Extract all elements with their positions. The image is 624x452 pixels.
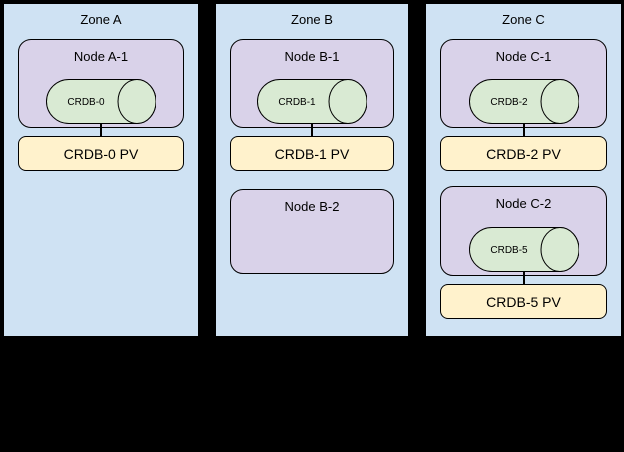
cylinder-label: CRDB-0 <box>67 97 105 108</box>
pv-box: CRDB-5 PV <box>440 284 607 319</box>
database-cylinder-icon: CRDB-5 <box>468 227 579 272</box>
node-c2: Node C-2 CRDB-5 <box>440 186 607 276</box>
node-title: Node A-1 <box>73 49 129 64</box>
pv-box: CRDB-2 PV <box>440 136 607 171</box>
node-group: Node C-2 CRDB-5 CRDB-5 PV <box>440 186 607 319</box>
database-cylinder-icon: CRDB-2 <box>468 79 579 124</box>
zone-a: Zone A Node A-1 CRDB-0 CRDB-0 PV <box>3 3 199 337</box>
node-title: Node C-1 <box>495 49 552 64</box>
node-title: Node B-2 <box>284 199 340 214</box>
pv-box: CRDB-1 PV <box>230 136 394 171</box>
database-cylinder-icon: CRDB-0 <box>46 79 157 124</box>
cylinder-label: CRDB-5 <box>490 245 528 256</box>
zone-title: Zone C <box>502 12 545 27</box>
zone-b: Zone B Node B-1 CRDB-1 CRDB-1 PV Node B-… <box>215 3 409 337</box>
node-a1: Node A-1 CRDB-0 <box>18 39 184 128</box>
node-c1: Node C-1 CRDB-2 <box>440 39 607 128</box>
node-group: Node A-1 CRDB-0 CRDB-0 PV <box>18 39 184 171</box>
node-title: Node C-2 <box>495 196 552 211</box>
cylinder-label: CRDB-2 <box>490 97 528 108</box>
connector-line <box>100 123 102 137</box>
node-b1: Node B-1 CRDB-1 <box>230 39 394 128</box>
zone-c: Zone C Node C-1 CRDB-2 CRDB-2 PV Node C-… <box>425 3 622 337</box>
database-cylinder-icon: CRDB-1 <box>257 79 368 124</box>
node-title: Node B-1 <box>284 49 340 64</box>
connector-line <box>522 271 525 285</box>
connector-line <box>522 123 525 137</box>
connector-line <box>311 123 313 137</box>
node-group: Node B-1 CRDB-1 CRDB-1 PV <box>230 39 394 171</box>
zone-title: Zone A <box>80 12 122 27</box>
cylinder-label: CRDB-1 <box>278 97 316 108</box>
node-group: Node C-1 CRDB-2 CRDB-2 PV <box>440 39 607 171</box>
zone-title: Zone B <box>291 12 333 27</box>
node-b2: Node B-2 <box>230 189 394 274</box>
pv-box: CRDB-0 PV <box>18 136 184 171</box>
